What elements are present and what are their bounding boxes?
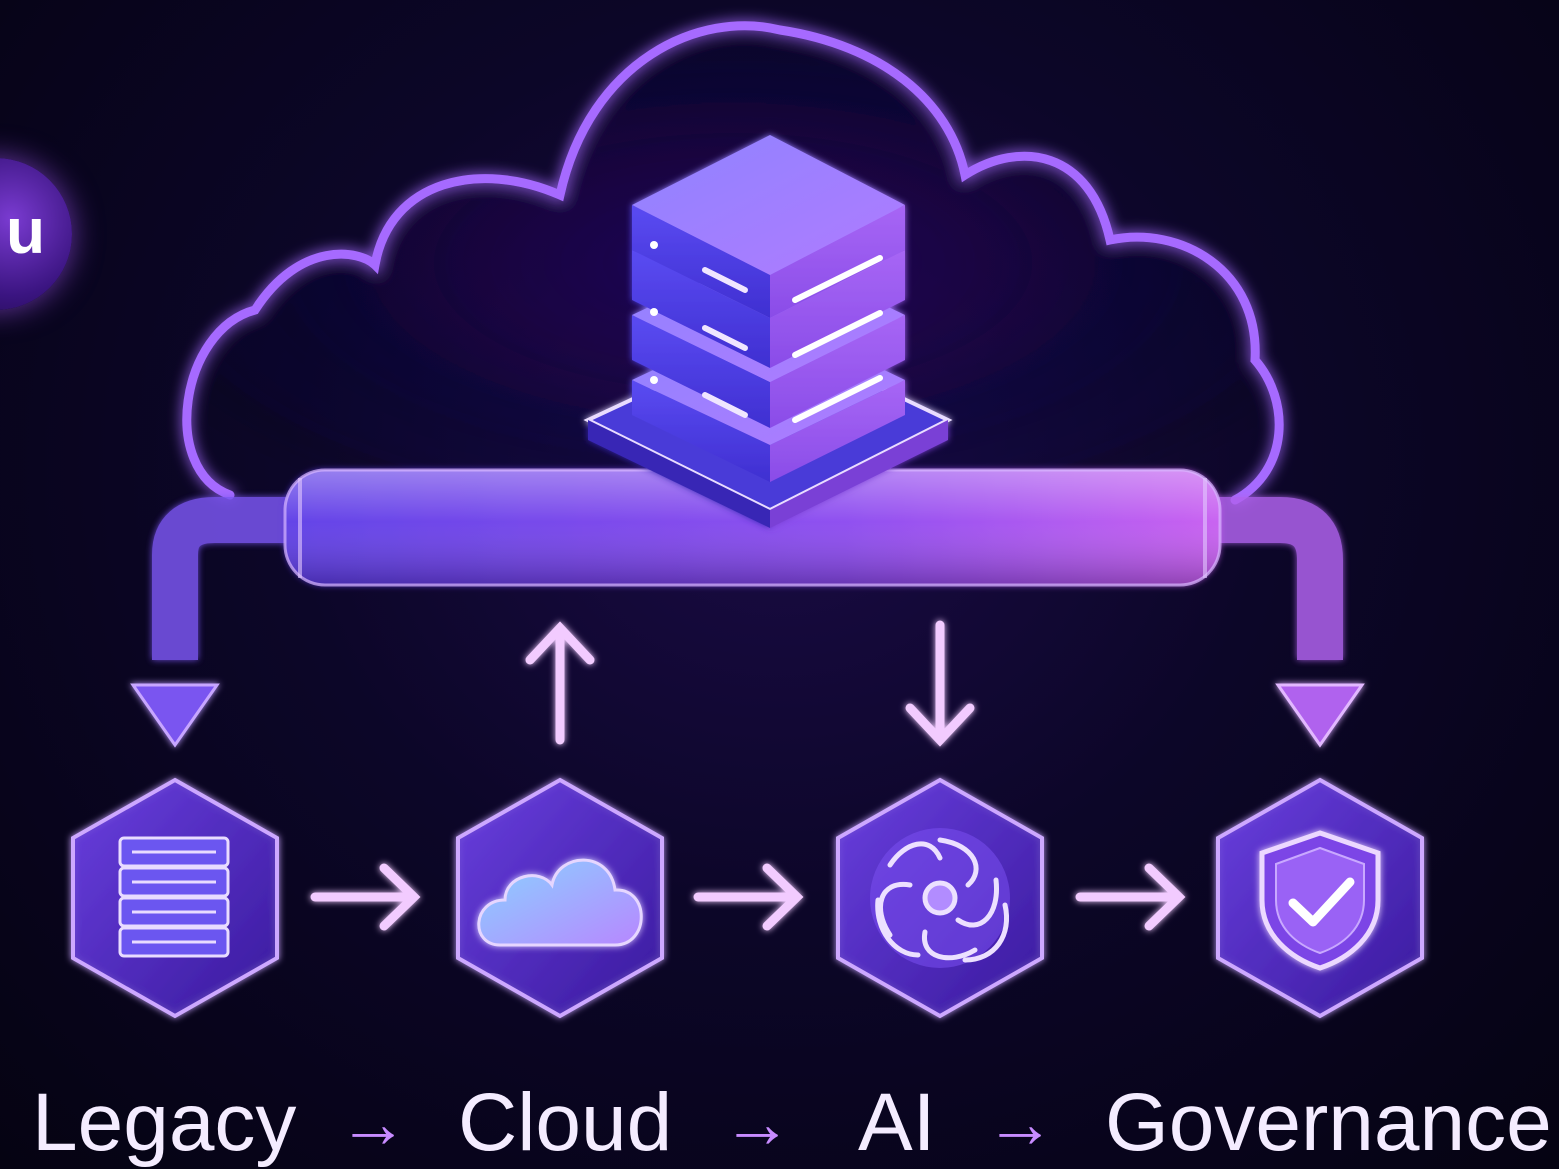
- caption-ai: AI: [858, 1077, 936, 1168]
- step-arrow-3: [1075, 863, 1186, 931]
- server-rack-icon: [118, 836, 230, 958]
- cloud-icon: [477, 858, 643, 947]
- right-down-arrow: [1275, 683, 1365, 748]
- data-pipe: [152, 468, 1343, 660]
- caption-arrow-3: →: [985, 1084, 1055, 1162]
- left-down-arrow: [130, 683, 220, 748]
- caption-cloud: Cloud: [458, 1077, 673, 1168]
- caption-legacy: Legacy: [32, 1077, 297, 1168]
- ai-brain-icon: [870, 828, 1010, 968]
- caption-arrow-2: →: [722, 1084, 792, 1162]
- down-arrow: [905, 620, 975, 747]
- caption-governance: Governance: [1105, 1077, 1552, 1168]
- flow-caption: Legacy → Cloud → AI → Governance: [0, 1078, 1559, 1168]
- shield-check-icon: [1259, 830, 1381, 971]
- step-arrow-1: [310, 863, 421, 931]
- server-stack-icon: [583, 135, 953, 528]
- caption-arrow-1: →: [338, 1084, 408, 1162]
- up-arrow: [525, 621, 595, 745]
- badge-letter: u: [6, 195, 46, 267]
- step-arrow-2: [693, 863, 804, 931]
